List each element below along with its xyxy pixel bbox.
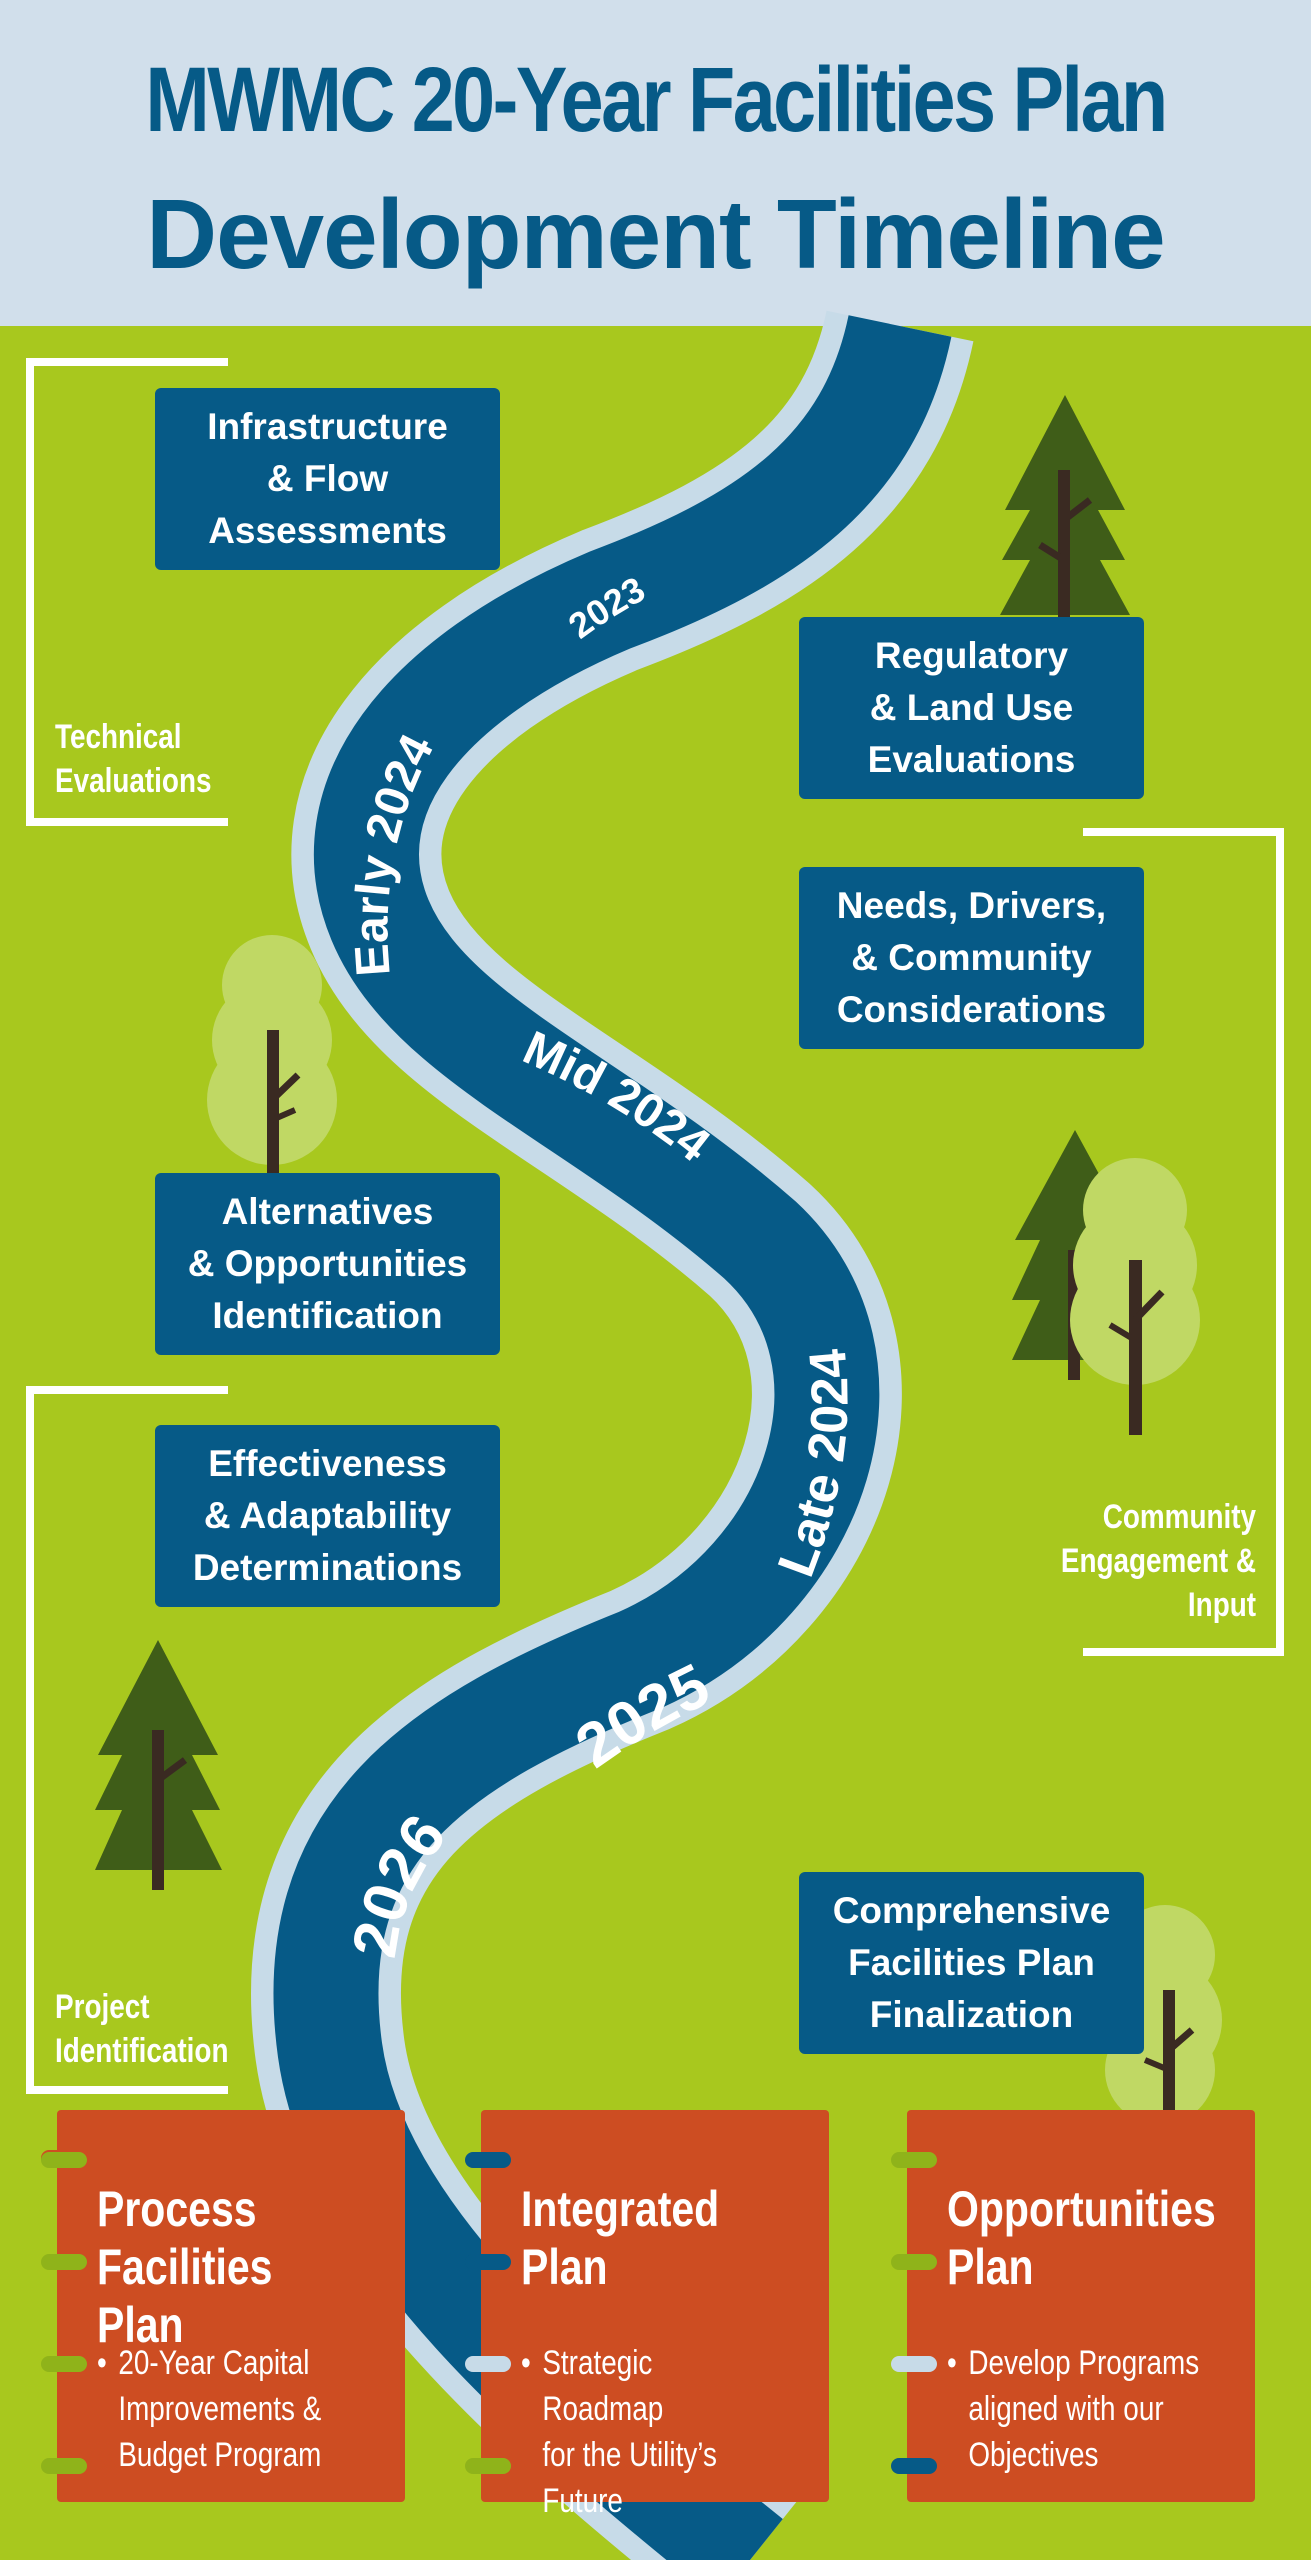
- page-title: MWMC 20-Year Facilities Plan: [145, 49, 1168, 151]
- book-ring: [41, 2458, 87, 2474]
- book-bullet: 20-Year Capital Improvements & Budget Pr…: [97, 2340, 321, 2478]
- deciduous-tree-icon: [207, 935, 337, 1175]
- book-bullet: Develop Programs aligned with our Object…: [947, 2340, 1199, 2478]
- bracket-project: [26, 1386, 228, 2094]
- book-ring: [891, 2356, 937, 2372]
- bracket-label-project: Project Identification: [55, 1988, 229, 2070]
- book-bullet: Strategic Roadmap for the Utility’s Futu…: [521, 2340, 774, 2524]
- book-title: Opportunities Plan: [947, 2181, 1216, 2295]
- book-process-facilities-plan: Process Facilities Plan 20-Year Capital …: [41, 2110, 405, 2502]
- book-opportunities-plan: Opportunities Plan Develop Programs alig…: [891, 2110, 1255, 2502]
- book-title: Integrated Plan: [521, 2181, 720, 2295]
- step-alternatives-opportunities: Alternatives & Opportunities Identificat…: [155, 1173, 500, 1355]
- bracket-technical: [26, 358, 228, 826]
- book-ring: [465, 2458, 511, 2474]
- conifer-tree-icon: [95, 1640, 222, 1890]
- step-regulatory-land-use-evaluations: Regulatory & Land Use Evaluations: [799, 617, 1144, 799]
- book-ring: [41, 2152, 87, 2168]
- bracket-label-community: Community Engagement & Input: [1060, 1498, 1256, 1624]
- book-ring: [41, 2254, 87, 2270]
- step-infrastructure-flow-assessments: Infrastructure & Flow Assessments: [155, 388, 500, 570]
- page-subtitle: Development Timeline: [146, 179, 1165, 289]
- book-ring: [41, 2356, 87, 2372]
- bracket-label-technical: Technical Evaluations: [55, 718, 212, 800]
- book-integrated-plan: Integrated Plan Strategic Roadmap for th…: [465, 2110, 829, 2520]
- step-effectiveness-adaptability: Effectiveness & Adaptability Determinati…: [155, 1425, 500, 1607]
- conifer-tree-icon: [1000, 395, 1130, 620]
- book-ring: [465, 2356, 511, 2372]
- book-ring: [891, 2458, 937, 2474]
- step-comprehensive-finalization: Comprehensive Facilities Plan Finalizati…: [799, 1872, 1144, 2054]
- book-ring: [891, 2254, 937, 2270]
- book-title: Process Facilities Plan: [97, 2181, 273, 2353]
- bracket-community: [1083, 828, 1284, 1656]
- header-banner: MWMC 20-Year Facilities Plan Development…: [0, 0, 1311, 326]
- book-ring: [465, 2152, 511, 2168]
- deciduous-tree-icon: [1070, 1158, 1200, 1435]
- book-ring: [465, 2254, 511, 2270]
- step-needs-drivers-community: Needs, Drivers, & Community Consideratio…: [799, 867, 1144, 1049]
- book-ring: [891, 2152, 937, 2168]
